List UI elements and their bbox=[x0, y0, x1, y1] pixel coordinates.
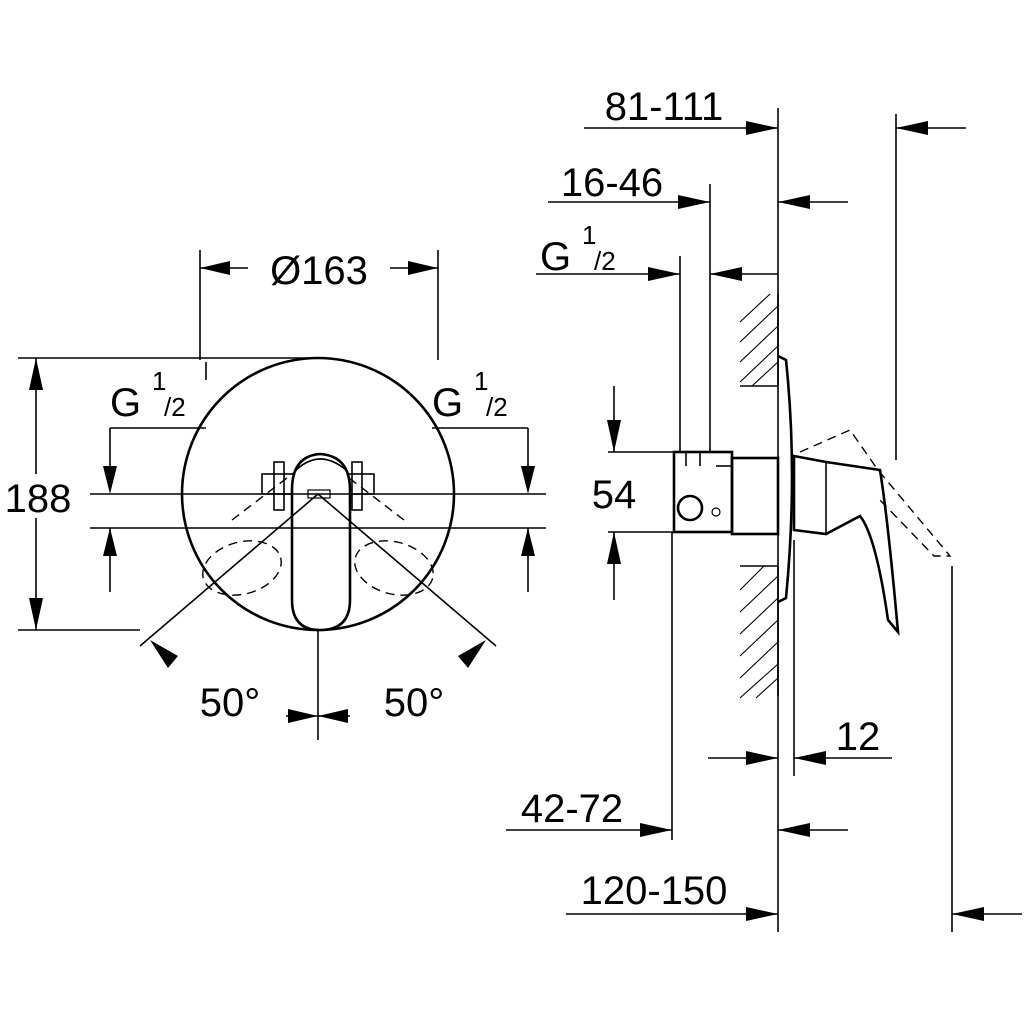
escutcheon-profile bbox=[777, 354, 794, 604]
handle-swing-dashed bbox=[799, 429, 952, 557]
svg-text:1: 1 bbox=[474, 366, 488, 396]
svg-text:/2: /2 bbox=[594, 246, 616, 276]
lever-handle bbox=[290, 452, 352, 632]
front-view: Ø163 188 G 1 /2 G 1 /2 5 bbox=[5, 249, 546, 740]
inlet-port bbox=[676, 494, 704, 522]
side-inlet-label: G bbox=[540, 235, 571, 279]
height-188-label: 188 bbox=[5, 477, 72, 521]
handle-profile bbox=[792, 454, 900, 637]
svg-text:1: 1 bbox=[152, 366, 166, 396]
dim-81-111: 81-111 bbox=[605, 85, 724, 129]
svg-text:/2: /2 bbox=[486, 392, 508, 422]
angle-left-label: 50° bbox=[200, 681, 261, 725]
concealed-body bbox=[672, 450, 734, 534]
side-view: 81-111 16-46 G 1 /2 54 12 42-72 bbox=[506, 85, 1022, 932]
lever-swing-right bbox=[354, 540, 434, 596]
svg-text:1: 1 bbox=[582, 220, 596, 250]
dim-120-150: 120-150 bbox=[581, 869, 728, 913]
lever-swing-left bbox=[202, 540, 282, 596]
wall-section-bottom bbox=[739, 565, 779, 699]
dim-54: 54 bbox=[592, 473, 637, 517]
inlet-right-label: G bbox=[432, 381, 463, 425]
svg-text:/2: /2 bbox=[164, 392, 186, 422]
dim-42-72: 42-72 bbox=[521, 787, 623, 831]
wall-section-top bbox=[739, 293, 779, 387]
angle-right-label: 50° bbox=[384, 681, 445, 725]
dim-12: 12 bbox=[836, 715, 881, 759]
inlet-left-label: G bbox=[110, 381, 141, 425]
diameter-label: Ø163 bbox=[270, 249, 368, 293]
dim-16-46: 16-46 bbox=[561, 161, 663, 205]
